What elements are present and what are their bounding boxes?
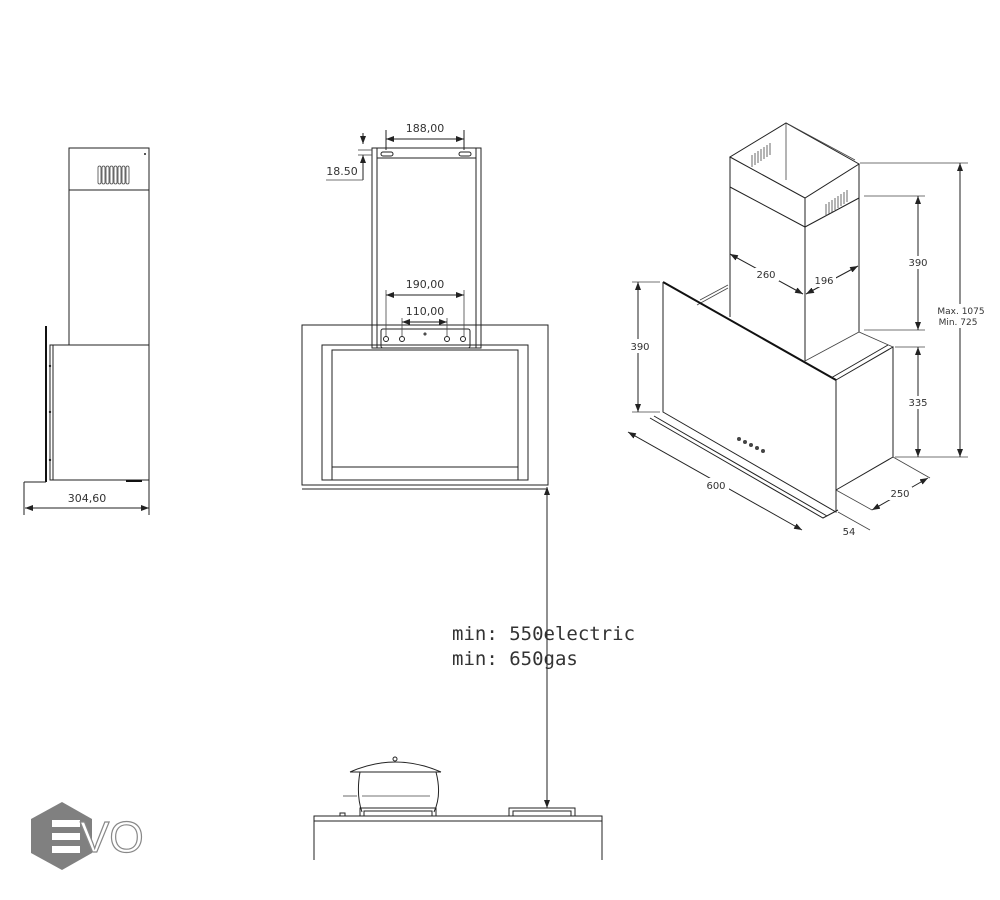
clearance-gas-label: min: 650gas — [452, 648, 578, 670]
burner-icon — [508, 807, 576, 817]
control-buttons-icon — [737, 437, 765, 453]
burner-icon — [359, 807, 437, 817]
chimney-depth-label: 196 — [814, 276, 833, 287]
bracket-outer-label: 190,00 — [406, 278, 445, 291]
chimney-top — [728, 122, 860, 199]
mounting-slot-icon — [380, 151, 394, 157]
width-label: 600 — [706, 481, 725, 492]
glass-depth-label: 54 — [843, 527, 856, 538]
vent-slots-icon — [97, 165, 130, 185]
clearance-dimension: min: 550electric min: 650gas — [452, 487, 635, 808]
front-glass — [301, 324, 549, 486]
keyhole-icon — [383, 332, 466, 342]
top-holes-label: 188,00 — [406, 122, 445, 135]
svg-text:VO: VO — [80, 813, 144, 862]
glass-top-edge — [662, 281, 837, 381]
min-height-label: Min. 725 — [939, 318, 978, 328]
pot-icon — [343, 756, 442, 813]
body-height-label: 335 — [908, 398, 927, 409]
front-body — [331, 349, 519, 481]
clearance-electric-label: min: 550electric — [452, 623, 635, 645]
chimney-width-label: 260 — [756, 270, 775, 281]
depth-label: 250 — [890, 489, 909, 500]
front-view: 18.50 188,00 18.50 190,00 110,00 — [301, 122, 549, 490]
front-chimney — [371, 147, 482, 349]
evo-logo: VO — [31, 802, 144, 870]
panel-height-label: 390 — [630, 342, 649, 353]
side-width-label: 304,60 — [68, 492, 107, 505]
top-offset-label: 18.50 — [326, 165, 358, 178]
side-view: 304,60 — [23, 147, 150, 515]
bracket-inner-label: 110,00 — [406, 305, 445, 318]
mounting-bracket — [380, 328, 471, 349]
chimney-height-label: 390 — [908, 258, 927, 269]
cooktop — [313, 756, 603, 860]
vent-slots-icon — [751, 143, 848, 216]
glass-panel — [662, 282, 837, 513]
max-height-label: Max. 1075 — [937, 307, 984, 317]
side-body — [49, 344, 150, 481]
mounting-slot-icon — [458, 151, 472, 157]
iso-view: 390 260 196 390 335 Max. 1075 Min. 725 6… — [627, 122, 987, 538]
